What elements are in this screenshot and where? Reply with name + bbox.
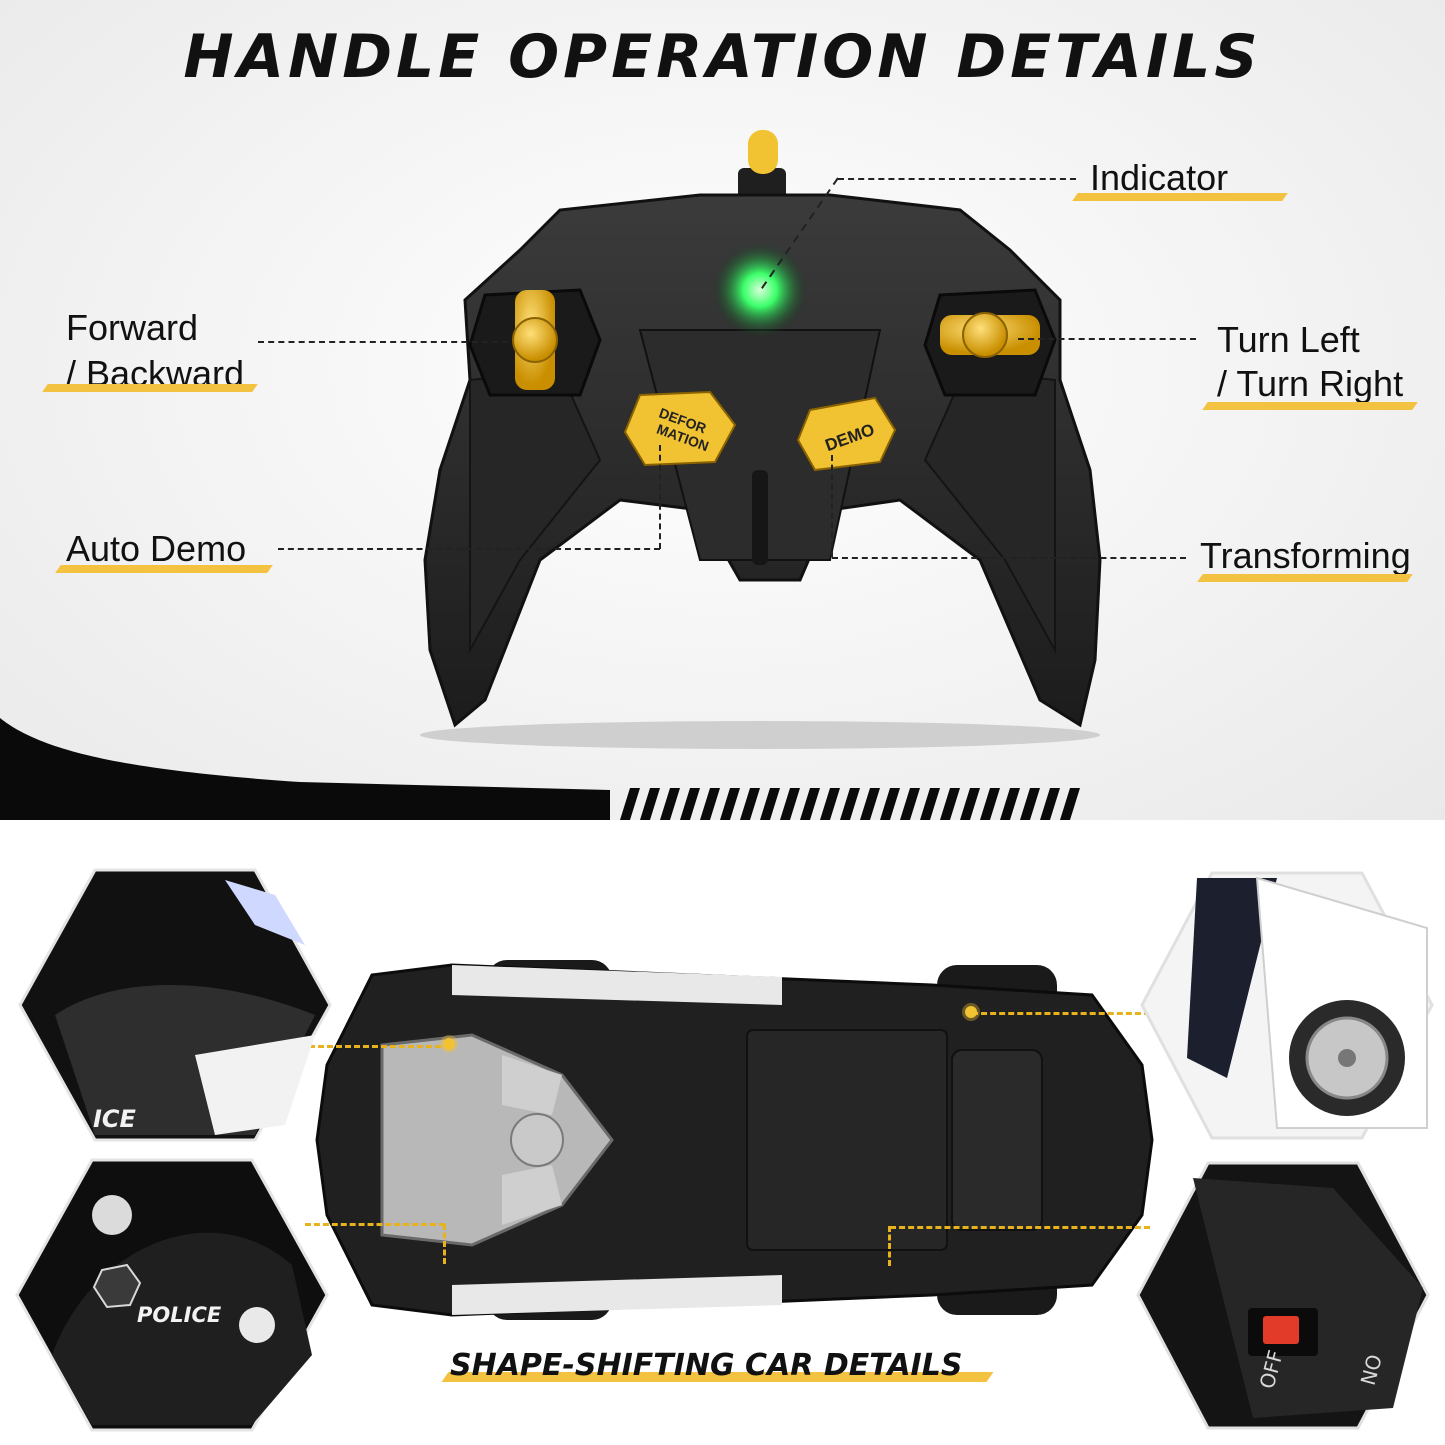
label-indicator-underline bbox=[1072, 193, 1288, 201]
remote-controller-illustration: DEFOR MATION DEMO bbox=[420, 130, 1102, 749]
racing-stripe bbox=[720, 788, 740, 820]
racing-stripe bbox=[1060, 788, 1080, 820]
label-turn-left: Turn Left bbox=[1217, 319, 1360, 360]
car-callout-line-bottom-left bbox=[305, 1223, 445, 1226]
racing-stripe bbox=[940, 788, 960, 820]
label-auto-demo-underline bbox=[55, 565, 273, 573]
racing-stripe bbox=[780, 788, 800, 820]
indicator-bulb bbox=[748, 130, 778, 174]
label-forward-underline bbox=[42, 384, 258, 392]
racing-stripe bbox=[1040, 788, 1060, 820]
racing-stripe bbox=[1020, 788, 1040, 820]
controller-shadow bbox=[420, 721, 1100, 749]
hex-detail-police-front: POLICE bbox=[15, 1158, 329, 1432]
label-auto-demo: Auto Demo bbox=[66, 528, 247, 569]
label-turn-underline bbox=[1202, 402, 1418, 410]
racing-stripe bbox=[820, 788, 840, 820]
svg-text:ICE: ICE bbox=[93, 1105, 137, 1133]
turn-leader-line bbox=[1018, 338, 1196, 340]
police-badge-icon bbox=[92, 1263, 142, 1309]
racing-stripe bbox=[920, 788, 940, 820]
deformation-button bbox=[623, 390, 737, 467]
racing-stripe bbox=[860, 788, 880, 820]
label-transforming: Transforming bbox=[1200, 535, 1411, 576]
label-transforming-underline bbox=[1197, 574, 1413, 582]
racing-stripe bbox=[740, 788, 760, 820]
racing-stripe bbox=[700, 788, 720, 820]
racing-stripe bbox=[900, 788, 920, 820]
racing-stripe bbox=[800, 788, 820, 820]
racing-stripe bbox=[660, 788, 680, 820]
indicator-leader-line bbox=[838, 178, 1076, 180]
car-callout-line-top-right bbox=[972, 1012, 1150, 1015]
turn-stick bbox=[962, 312, 1008, 358]
racing-stripe bbox=[680, 788, 700, 820]
indicator-leader-diagonal bbox=[759, 177, 839, 292]
label-indicator: Indicator bbox=[1090, 157, 1229, 198]
svg-text:POLICE: POLICE bbox=[137, 1303, 222, 1327]
racing-stripe-divider bbox=[0, 718, 1080, 820]
forward-backward-stick bbox=[512, 317, 558, 363]
racing-stripe bbox=[880, 788, 900, 820]
auto-demo-leader-vertical bbox=[659, 445, 661, 549]
demo-button bbox=[796, 396, 897, 472]
hex-detail-power-switch: OFF ON bbox=[1136, 1161, 1430, 1430]
hex-detail-door-wheel bbox=[1140, 871, 1434, 1140]
car-callout-dot-top-right bbox=[965, 1006, 977, 1018]
transforming-leader-line bbox=[832, 557, 1186, 559]
car-callout-vertical-bottom-right bbox=[888, 1226, 891, 1266]
car-callout-line-bottom-right bbox=[890, 1226, 1150, 1229]
racing-stripe bbox=[980, 788, 1000, 820]
indicator-light bbox=[712, 242, 808, 338]
car-callout-vertical-bottom-left bbox=[443, 1224, 446, 1264]
transforming-leader-vertical bbox=[831, 455, 833, 557]
car-section-title: SHAPE-SHIFTING CAR DETAILS bbox=[450, 1348, 963, 1383]
racing-stripe bbox=[960, 788, 980, 820]
racing-stripe bbox=[620, 788, 640, 820]
label-turn-right: / Turn Right bbox=[1217, 363, 1404, 404]
robot-head bbox=[510, 1113, 564, 1167]
racing-stripe bbox=[640, 788, 660, 820]
auto-demo-leader-line bbox=[278, 548, 660, 550]
page-title: HANDLE OPERATION DETAILS bbox=[183, 22, 1262, 92]
label-forward: Forward bbox=[66, 307, 199, 348]
car-callout-dot-top-left bbox=[443, 1038, 455, 1050]
racing-stripe bbox=[840, 788, 860, 820]
car-callout-line-top-left bbox=[300, 1045, 450, 1048]
hex-detail-police-hood: ICE bbox=[18, 868, 332, 1142]
forward-leader-line bbox=[258, 341, 508, 343]
power-switch-toggle bbox=[1263, 1316, 1299, 1344]
racing-stripe bbox=[1000, 788, 1020, 820]
racing-stripe bbox=[760, 788, 780, 820]
